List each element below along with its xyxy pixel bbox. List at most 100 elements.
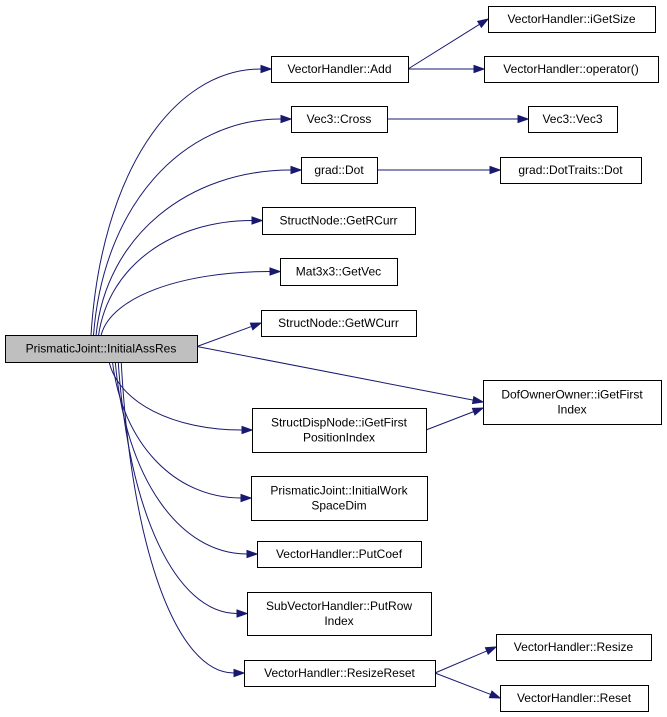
edge-root-to-rreset	[120, 361, 246, 678]
node-vectorhandler-putcoef[interactable]: VectorHandler::PutCoef	[257, 541, 422, 568]
node-structnode-getrcurr[interactable]: StructNode::GetRCurr	[262, 207, 416, 235]
node-box	[500, 157, 642, 184]
node-box	[500, 685, 649, 712]
edge-line	[90, 68, 262, 336]
node-box	[488, 6, 656, 33]
edge-line	[196, 346, 474, 401]
node-label: Vec3::Vec3	[542, 112, 602, 126]
node-box	[484, 56, 659, 83]
nodes-layer: PrismaticJoint::InitialAssResVectorHandl…	[5, 6, 662, 712]
edge-root-to-dot	[95, 165, 303, 336]
arrowhead-icon	[473, 64, 486, 74]
node-vectorhandler-add[interactable]: VectorHandler::Add	[271, 56, 409, 83]
edge-rreset-to-reset	[434, 672, 502, 699]
node-box	[252, 408, 427, 453]
node-label: Mat3x3::GetVec	[296, 265, 381, 279]
edge-line	[100, 271, 271, 336]
edge-line	[111, 361, 242, 499]
edge-dot-to-dtdot	[377, 165, 502, 175]
node-box	[280, 258, 398, 286]
node-label: VectorHandler::operator()	[503, 62, 638, 76]
node-grad-dot[interactable]: grad::Dot	[301, 157, 378, 184]
edge-line	[108, 361, 243, 431]
node-box	[262, 207, 416, 235]
node-box	[528, 106, 618, 133]
node-grad-dottraits-dot[interactable]: grad::DotTraits::Dot	[500, 157, 642, 184]
node-vectorhandler-resize[interactable]: VectorHandler::Resize	[496, 634, 652, 661]
node-label: VectorHandler::iGetSize	[507, 12, 635, 26]
arrowhead-icon	[246, 549, 259, 559]
edges-layer	[90, 18, 530, 699]
edge-root-to-iwsd	[111, 361, 253, 503]
node-label: VectorHandler::Add	[287, 62, 391, 76]
node-vec3-vec3[interactable]: Vec3::Vec3	[528, 106, 618, 133]
edge-line	[93, 118, 282, 336]
edge-sdn-to-doo	[425, 407, 485, 431]
edge-line	[196, 325, 252, 347]
edge-line	[95, 169, 292, 336]
node-label: Index	[557, 403, 586, 417]
edge-line	[434, 650, 487, 674]
arrowhead-icon	[476, 18, 490, 29]
arrowhead-icon	[290, 165, 303, 175]
node-box	[261, 310, 417, 337]
arrowhead-icon	[488, 690, 502, 699]
arrowhead-icon	[489, 165, 502, 175]
node-vec3-cross[interactable]: Vec3::Cross	[291, 106, 388, 133]
node-label: PrismaticJoint::InitialWork	[270, 484, 408, 498]
arrowhead-icon	[471, 407, 485, 416]
node-label: grad::DotTraits::Dot	[518, 163, 623, 177]
edge-rreset-to-resize	[434, 646, 498, 674]
edge-root-to-gwc	[196, 322, 263, 347]
arrowhead-icon	[471, 395, 485, 405]
node-label: SubVectorHandler::PutRow	[266, 599, 412, 613]
node-vectorhandler-igetsize[interactable]: VectorHandler::iGetSize	[488, 6, 656, 33]
node-box	[251, 476, 428, 521]
arrowhead-icon	[484, 646, 498, 655]
node-label: StructDispNode::iGetFirst	[271, 416, 408, 430]
node-vectorhandler-reset[interactable]: VectorHandler::Reset	[500, 685, 649, 712]
arrowhead-icon	[280, 114, 293, 124]
node-label: SpaceDim	[311, 499, 366, 513]
edge-root-to-gvec	[100, 267, 282, 336]
node-prismaticjoint-initialassres[interactable]: PrismaticJoint::InitialAssRes	[5, 335, 198, 363]
edge-add-to-op	[408, 64, 486, 74]
node-mat3x3-getvec[interactable]: Mat3x3::GetVec	[280, 258, 398, 286]
node-label: VectorHandler::Reset	[517, 691, 632, 705]
edge-line	[114, 361, 248, 555]
node-vectorhandler-resizereset[interactable]: VectorHandler::ResizeReset	[244, 660, 436, 687]
edge-root-to-add	[90, 64, 273, 336]
edge-root-to-cross	[93, 114, 293, 336]
edge-line	[120, 361, 235, 674]
edge-root-to-grc	[98, 216, 264, 336]
edge-cross-to-vec3	[387, 114, 530, 124]
edge-root-to-prow	[117, 361, 249, 618]
node-label: PositionIndex	[303, 431, 375, 445]
node-box	[291, 106, 388, 133]
node-vectorhandler-operator[interactable]: VectorHandler::operator()	[484, 56, 659, 83]
node-label: VectorHandler::PutCoef	[276, 547, 403, 561]
node-label: DofOwnerOwner::iGetFirst	[501, 388, 643, 402]
node-box	[257, 541, 422, 568]
edge-line	[407, 23, 480, 70]
node-structnode-getwcurr[interactable]: StructNode::GetWCurr	[261, 310, 417, 337]
node-label: StructNode::GetRCurr	[279, 214, 397, 228]
node-box	[496, 634, 652, 661]
arrowhead-icon	[241, 425, 254, 435]
node-label: VectorHandler::ResizeReset	[264, 666, 415, 680]
edge-line	[117, 361, 238, 614]
edge-line	[98, 220, 253, 336]
edge-root-to-doo	[196, 346, 485, 405]
arrowhead-icon	[251, 216, 264, 225]
node-box	[247, 592, 432, 636]
node-box	[5, 335, 198, 363]
node-label: VectorHandler::Resize	[514, 640, 634, 654]
node-label: StructNode::GetWCurr	[278, 316, 399, 330]
node-label: PrismaticJoint::InitialAssRes	[26, 342, 177, 356]
edge-root-to-pcoef	[114, 361, 259, 559]
